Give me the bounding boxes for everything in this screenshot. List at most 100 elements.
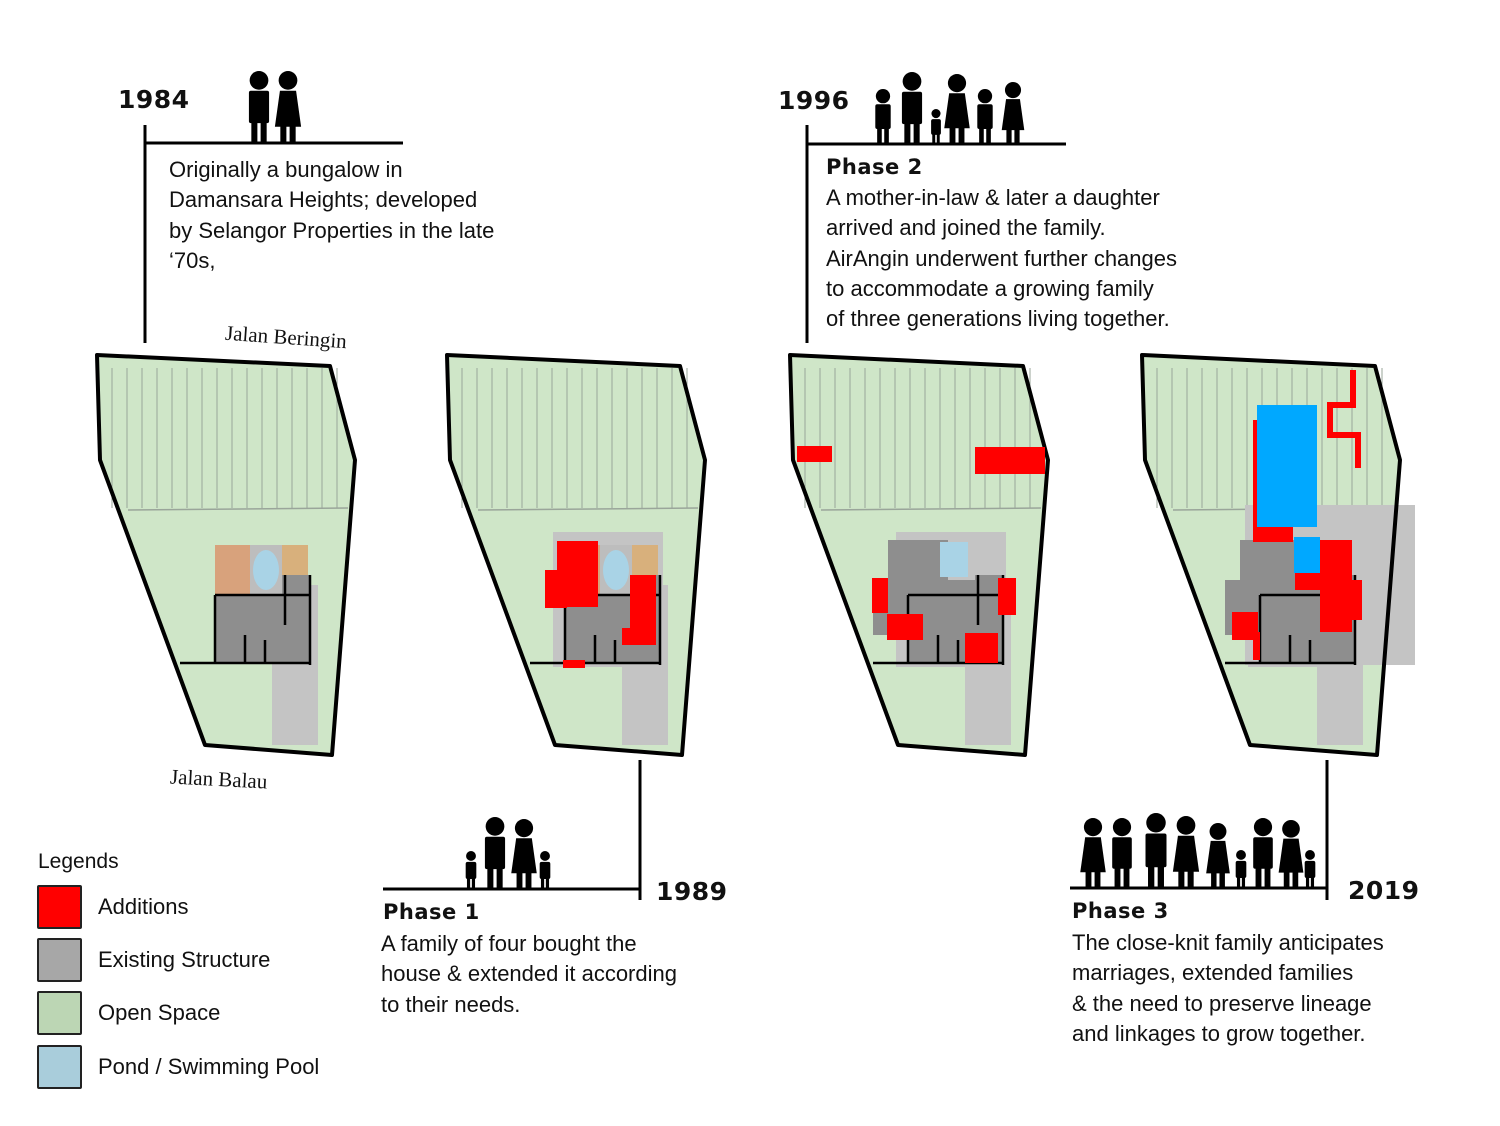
- family-icon-2019: [1080, 813, 1316, 888]
- deck: [632, 545, 658, 575]
- addition-block: [887, 614, 923, 640]
- person-head: [1112, 818, 1132, 837]
- person-body: [465, 861, 477, 879]
- person-leg: [1123, 866, 1130, 888]
- person-leg: [958, 122, 965, 144]
- person-leg: [545, 877, 550, 889]
- text-line: Damansara Heights; developed: [169, 187, 478, 213]
- person-body: [1001, 99, 1025, 131]
- existing-structure: [282, 575, 310, 625]
- pond: [603, 550, 629, 590]
- person-leg: [1219, 868, 1225, 888]
- person-head: [466, 851, 476, 861]
- person-head: [1083, 818, 1103, 837]
- person-leg: [1187, 865, 1194, 888]
- person-leg: [936, 133, 940, 144]
- person-leg: [289, 120, 296, 143]
- year-1984: 1984: [118, 85, 190, 114]
- legend-label: Additions: [98, 894, 189, 919]
- text-line: marriages, extended families: [1072, 960, 1354, 986]
- site-boundary: [445, 353, 707, 757]
- person-body: [1206, 840, 1230, 874]
- text-line: A mother-in-law & later a daughter: [826, 185, 1160, 210]
- year-1996: 1996: [778, 86, 850, 115]
- person-leg: [1006, 125, 1012, 144]
- legend-item-additions: Additions: [37, 885, 189, 929]
- person-head: [249, 71, 269, 90]
- deck: [282, 545, 308, 575]
- legend-swatch: [37, 991, 82, 1035]
- addition-block: [622, 628, 656, 645]
- addition-block: [998, 578, 1016, 615]
- person-head: [1253, 818, 1273, 837]
- person-leg: [471, 877, 476, 889]
- addition-block: [1253, 632, 1260, 660]
- site-plan-1996: [788, 353, 1050, 757]
- person-body: [484, 836, 506, 870]
- site-boundary: [788, 353, 1050, 757]
- addition-wall: [1327, 370, 1361, 468]
- legend-swatch: [37, 938, 82, 982]
- text-line: Originally a bungalow in: [169, 157, 403, 182]
- person-head: [931, 109, 941, 119]
- person-head: [1236, 850, 1246, 860]
- year-2019: 2019: [1348, 876, 1420, 905]
- person-leg: [1305, 876, 1310, 888]
- legend-item-existing: Existing Structure: [37, 938, 270, 982]
- person-leg: [1241, 876, 1246, 888]
- person-body: [931, 119, 941, 135]
- person-body: [1145, 833, 1167, 868]
- person-head: [902, 72, 922, 91]
- person-leg: [1292, 867, 1299, 888]
- person-head: [947, 74, 967, 93]
- person-body: [944, 93, 970, 129]
- legend-label: Existing Structure: [98, 947, 271, 972]
- text-line: by Selangor Properties in the late: [169, 217, 495, 243]
- person-leg: [1094, 866, 1101, 888]
- person-body: [1080, 837, 1106, 873]
- person-leg: [1236, 876, 1241, 888]
- description-1984: Originally a bungalow in Damansara Heigh…: [169, 155, 494, 276]
- text-line: A family of four bought the: [381, 931, 637, 956]
- person-leg: [932, 133, 936, 144]
- person-head: [278, 71, 298, 90]
- person-head: [977, 89, 993, 104]
- person-leg: [466, 877, 471, 889]
- person-head: [514, 819, 534, 838]
- person-body: [1278, 838, 1304, 873]
- person-body: [977, 104, 993, 130]
- person-leg: [251, 120, 258, 143]
- description-1989: A family of four bought the house & exte…: [381, 929, 677, 1020]
- text-line: to accommodate a growing family: [826, 275, 1154, 301]
- text-line: AirAngin underwent further changes: [826, 245, 1177, 271]
- person-head: [1282, 820, 1300, 838]
- person-head: [1176, 816, 1196, 835]
- text-line: arrived and joined the family.: [826, 215, 1106, 241]
- garden-edge: [127, 507, 349, 511]
- swimming-pool: [1294, 537, 1320, 573]
- addition-block: [797, 446, 832, 462]
- legend-label: Open Space: [98, 1000, 221, 1025]
- person-leg: [1178, 865, 1185, 888]
- person-leg: [1148, 865, 1155, 888]
- street-label-south: Jalan Balau: [169, 764, 268, 794]
- text-line: The close-knit family anticipates: [1072, 930, 1384, 955]
- pond: [253, 550, 279, 590]
- person-body: [1235, 860, 1247, 878]
- family-icon-1989: [465, 817, 551, 889]
- person-head: [1209, 823, 1227, 840]
- phase-3-title: Phase 3: [1072, 899, 1169, 923]
- deck: [215, 545, 250, 595]
- description-2019: The close-knit family anticipates marria…: [1072, 928, 1384, 1049]
- addition-block: [563, 660, 585, 668]
- legend-label: Pond / Swimming Pool: [98, 1054, 320, 1079]
- person-leg: [487, 866, 494, 889]
- person-body: [539, 861, 551, 879]
- person-leg: [1085, 866, 1092, 888]
- site-plan-1984: [95, 353, 357, 757]
- person-leg: [1014, 125, 1020, 144]
- person-body: [511, 838, 537, 874]
- addition-block: [965, 633, 998, 663]
- person-leg: [1211, 868, 1217, 888]
